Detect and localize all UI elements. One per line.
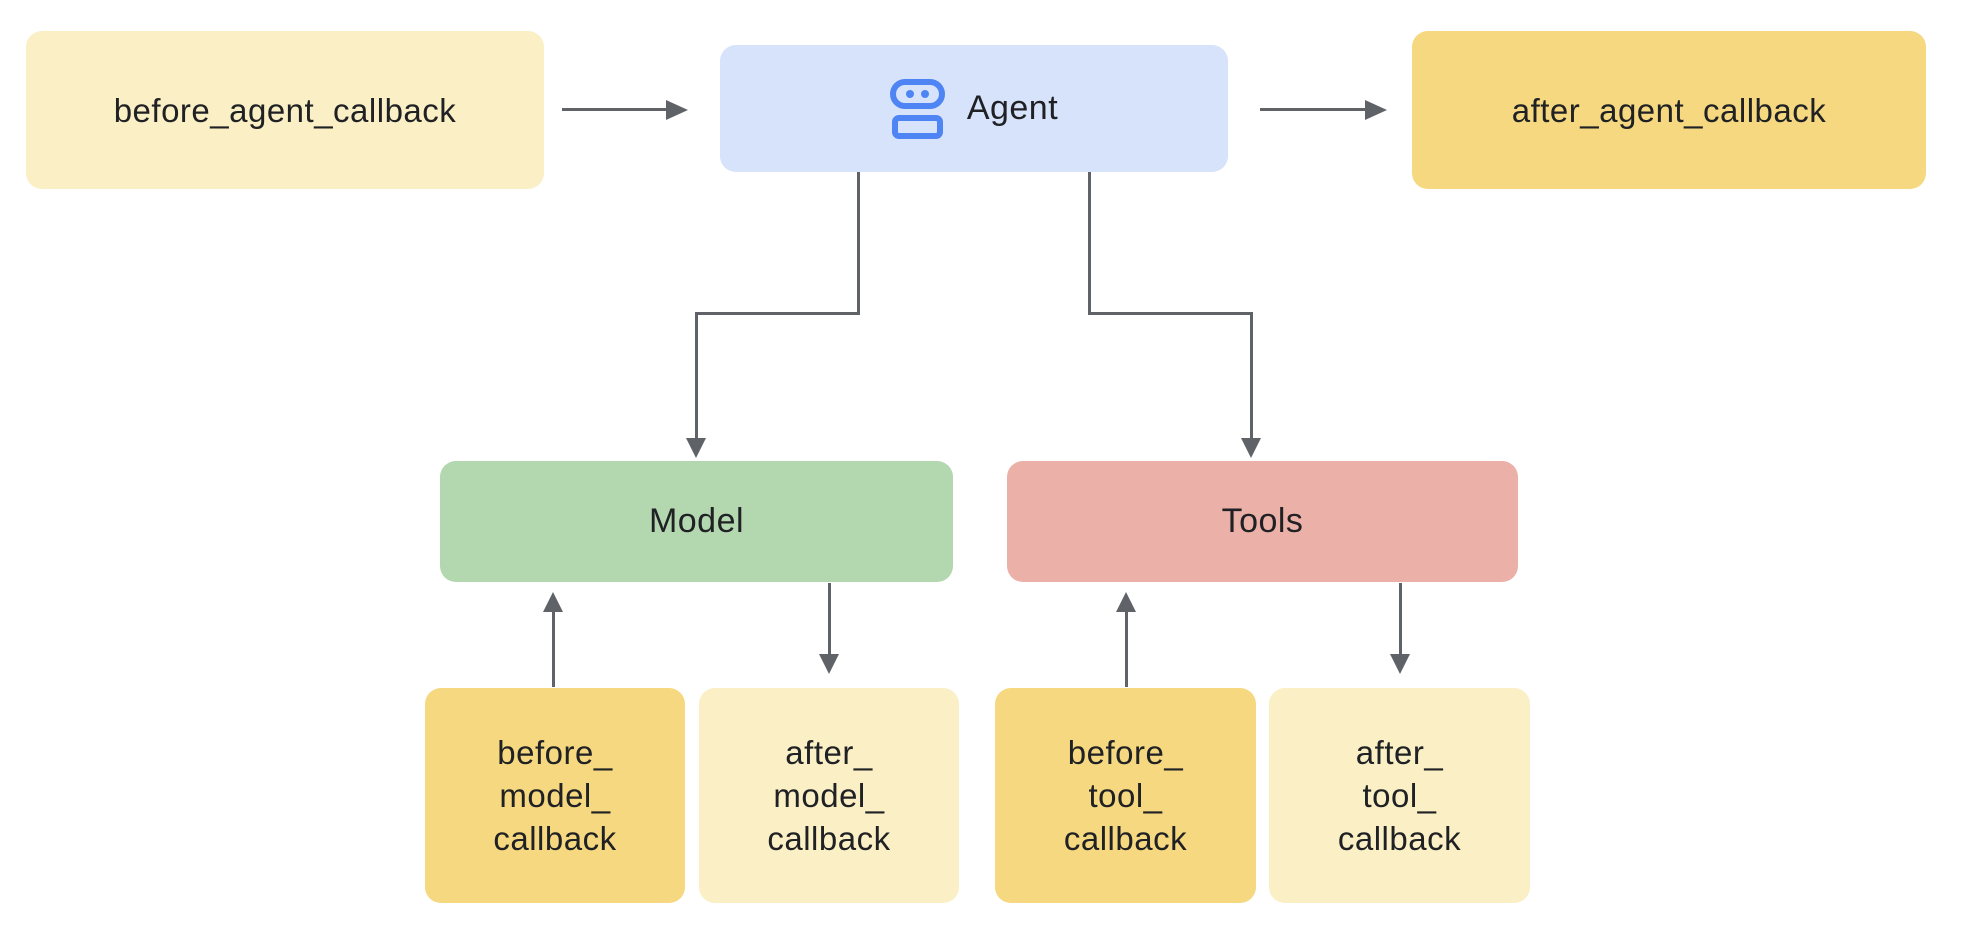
node-label-before-model-callback: before_ model_ callback <box>493 734 617 857</box>
node-label-after-model-callback: after_ model_ callback <box>767 734 891 857</box>
node-agent: Agent <box>720 45 1228 172</box>
arrow-agent-to-tools-segment-down <box>1088 172 1091 315</box>
node-label-before-agent-callback: before_agent_callback <box>113 91 457 129</box>
arrow-agent-to-model-head <box>686 438 706 458</box>
arrow-agent-to-model-segment-down <box>857 172 860 315</box>
arrow-tools-to-after-tool-line <box>1399 583 1402 656</box>
arrow-agent-to-after-agent-head <box>1365 100 1387 120</box>
arrow-model-to-after-model-line <box>828 583 831 656</box>
arrow-agent-to-model-segment-left <box>695 312 860 315</box>
arrow-agent-to-model-segment-drop <box>695 312 698 440</box>
node-label-model: Model <box>648 502 745 540</box>
arrow-tools-to-after-tool-head <box>1390 654 1410 674</box>
robot-eye-left <box>905 89 914 98</box>
arrow-agent-to-tools-segment-drop <box>1250 312 1253 440</box>
arrow-model-to-after-model-head <box>819 654 839 674</box>
node-before-agent-callback: before_agent_callback <box>26 31 544 189</box>
node-after-model-callback: after_ model_ callback <box>699 688 959 903</box>
arrow-before-tool-to-tools-line <box>1125 610 1128 687</box>
arrow-before-agent-to-agent-head <box>666 100 688 120</box>
node-label-after-agent-callback: after_agent_callback <box>1511 91 1827 129</box>
arrow-before-model-to-model-line <box>552 610 555 687</box>
node-after-agent-callback: after_agent_callback <box>1412 31 1926 189</box>
node-tools: Tools <box>1007 461 1518 582</box>
robot-torso <box>891 114 943 139</box>
node-after-tool-callback: after_ tool_ callback <box>1269 688 1530 903</box>
arrow-before-model-to-model-head <box>543 592 563 612</box>
arrow-agent-to-after-agent-line <box>1260 108 1367 111</box>
node-model: Model <box>440 461 953 582</box>
node-label-tools: Tools <box>1221 502 1304 540</box>
arrow-agent-to-tools-head <box>1241 438 1261 458</box>
node-label-after-tool-callback: after_ tool_ callback <box>1337 734 1462 857</box>
arrow-before-tool-to-tools-head <box>1116 592 1136 612</box>
node-label-agent: Agent <box>966 89 1059 127</box>
node-before-model-callback: before_ model_ callback <box>425 688 685 903</box>
arrow-before-agent-to-agent-line <box>562 108 668 111</box>
robot-eye-right <box>920 89 929 98</box>
arrow-agent-to-tools-segment-right <box>1088 312 1253 315</box>
node-before-tool-callback: before_ tool_ callback <box>995 688 1256 903</box>
robot-head <box>889 78 945 109</box>
robot-icon <box>889 78 945 139</box>
node-label-before-tool-callback: before_ tool_ callback <box>1063 734 1188 857</box>
